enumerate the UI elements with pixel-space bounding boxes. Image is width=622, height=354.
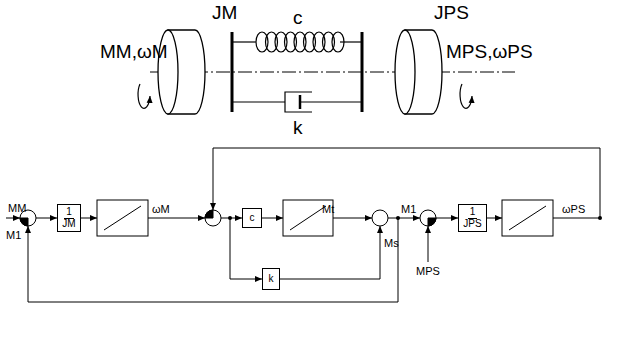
signal-wires: [6, 148, 600, 302]
block-text: 1: [64, 207, 74, 219]
signal-name: MM: [8, 203, 26, 214]
stiffness-label: c: [293, 8, 303, 27]
part-label: JM: [212, 3, 237, 22]
block-text: JPS: [463, 219, 481, 230]
part-label: JPS: [434, 3, 469, 22]
signal-name: M1: [401, 204, 416, 215]
rotation-arrow: [138, 84, 150, 108]
block-text: JM: [62, 219, 75, 230]
damper-symbol: [232, 92, 362, 112]
rotation-arrow: [460, 84, 472, 108]
gain-block: 1JM: [57, 204, 81, 232]
spring-symbol: [232, 32, 362, 52]
gain-block: 1JPS: [458, 204, 487, 232]
inertia-disk: [395, 30, 442, 114]
coupling-plate: [231, 32, 234, 112]
block-text: 1: [468, 207, 478, 219]
signal-name: Ms: [384, 238, 399, 249]
block-text: c: [250, 213, 255, 224]
signal-name: Mt: [322, 204, 334, 215]
gain-block: k: [262, 268, 280, 290]
summing-junction: [20, 210, 436, 226]
block-text: k: [269, 274, 274, 285]
coupling-plate: [361, 32, 364, 112]
signal-name: ωPS: [562, 204, 585, 215]
signal-name: M1: [6, 230, 21, 241]
damping-label: k: [293, 118, 303, 137]
torque-speed-label: MM,ωM: [100, 42, 168, 61]
integrator-block: [97, 200, 553, 236]
torque-speed-label: MPS,ωPS: [446, 42, 533, 61]
gain-block: c: [242, 208, 262, 228]
signal-name: MPS: [416, 266, 440, 277]
signal-name: ωM: [152, 204, 170, 215]
